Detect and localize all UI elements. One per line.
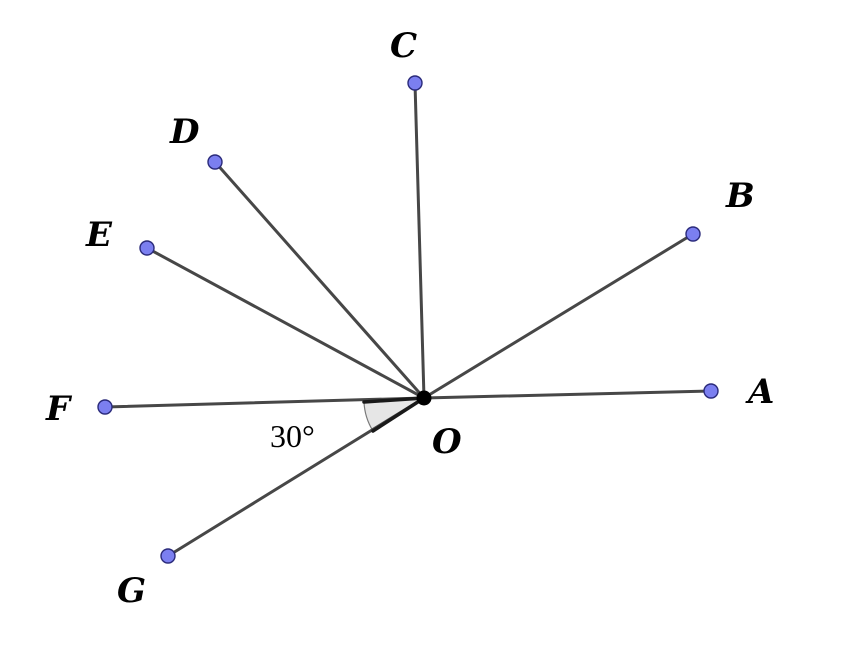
ray-of <box>103 396 426 409</box>
ray-oc <box>413 81 426 400</box>
label-f: F <box>45 389 73 429</box>
point-d <box>207 154 223 170</box>
point-f <box>97 399 113 415</box>
point-c <box>407 75 423 91</box>
point-e <box>139 240 155 256</box>
angle-edge-of <box>362 396 426 404</box>
ray-oa <box>422 389 713 400</box>
angle-label: 30° <box>270 418 315 454</box>
angle-edge-og <box>371 396 426 433</box>
label-a: A <box>745 372 774 412</box>
point-g <box>160 548 176 564</box>
label-g: G <box>117 571 146 611</box>
ray-ob <box>422 232 695 400</box>
ray-oe <box>145 246 426 400</box>
ray-od <box>213 160 426 400</box>
label-d: D <box>169 112 200 152</box>
label-e: E <box>85 215 113 255</box>
point-o <box>416 390 432 406</box>
label-b: B <box>725 176 755 216</box>
point-a <box>703 383 719 399</box>
label-o: O <box>432 422 462 462</box>
point-b <box>685 226 701 242</box>
label-c: C <box>390 26 417 66</box>
